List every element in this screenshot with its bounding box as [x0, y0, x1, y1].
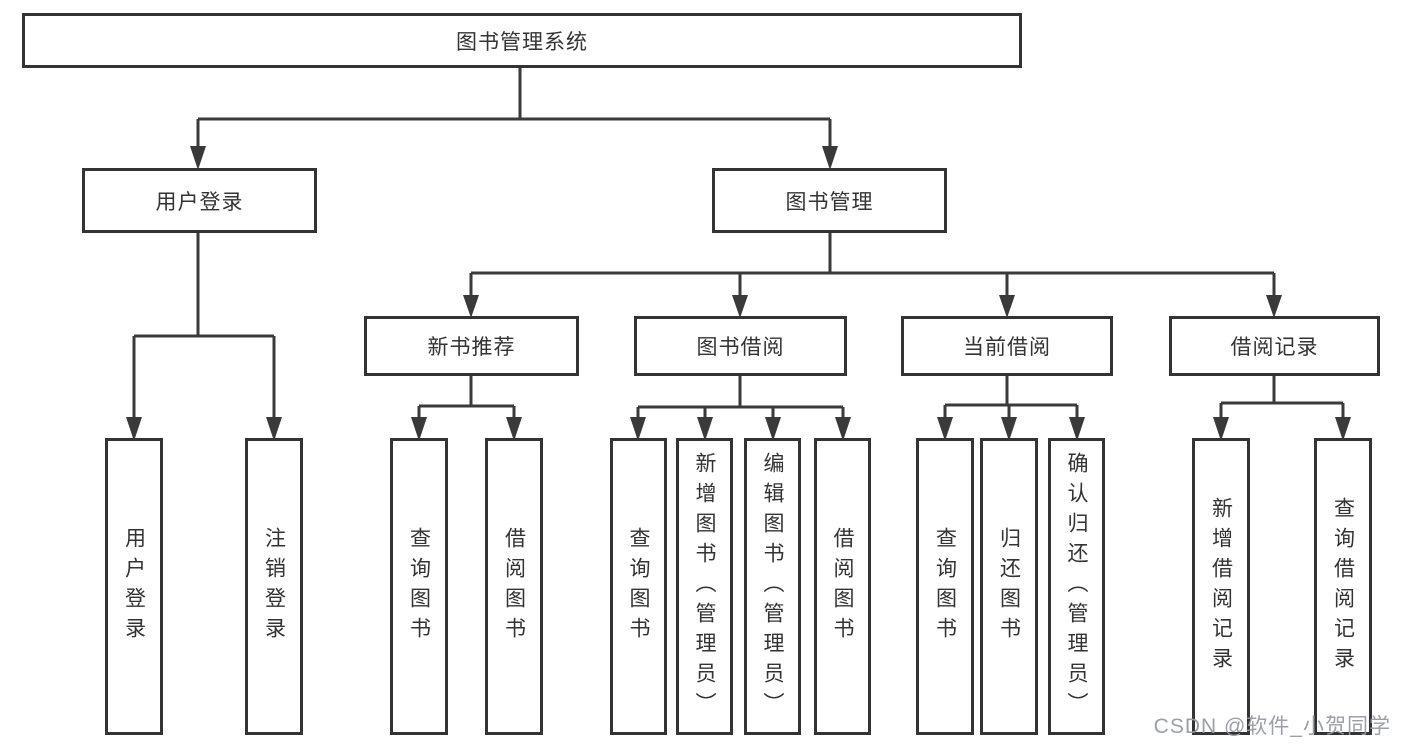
leaf-recommend-borrow-books: 借阅图书 — [485, 438, 543, 735]
leaf-confirm-return-admin: 确认归还（管理员） — [1048, 438, 1105, 735]
leaf-logout: 注销登录 — [245, 438, 303, 735]
node-new-book-recommendation: 新书推荐 — [364, 316, 579, 376]
leaf-return-books: 归还图书 — [980, 438, 1038, 735]
leaf-query-borrow-record: 查询借阅记录 — [1314, 438, 1372, 735]
node-user-login: 用户登录 — [82, 168, 317, 233]
node-current-borrowing: 当前借阅 — [901, 316, 1113, 376]
leaf-edit-books-admin: 编辑图书（管理员） — [744, 438, 801, 735]
node-library-management-system: 图书管理系统 — [22, 13, 1022, 68]
node-borrowing-records: 借阅记录 — [1169, 316, 1380, 376]
leaf-borrowing-query-books: 查询图书 — [610, 438, 667, 735]
node-book-borrowing: 图书借阅 — [634, 316, 847, 376]
leaf-user-login: 用户登录 — [105, 438, 163, 735]
leaf-recommend-query-books: 查询图书 — [390, 438, 448, 735]
leaf-add-books-admin: 新增图书（管理员） — [676, 438, 733, 735]
leaf-add-borrow-record: 新增借阅记录 — [1192, 438, 1250, 735]
node-book-management: 图书管理 — [712, 168, 947, 233]
csdn-watermark: CSDN @软件_小贺同学 — [1153, 715, 1391, 738]
leaf-current-query-books: 查询图书 — [916, 438, 974, 735]
leaf-borrowing-borrow-books: 借阅图书 — [814, 438, 871, 735]
